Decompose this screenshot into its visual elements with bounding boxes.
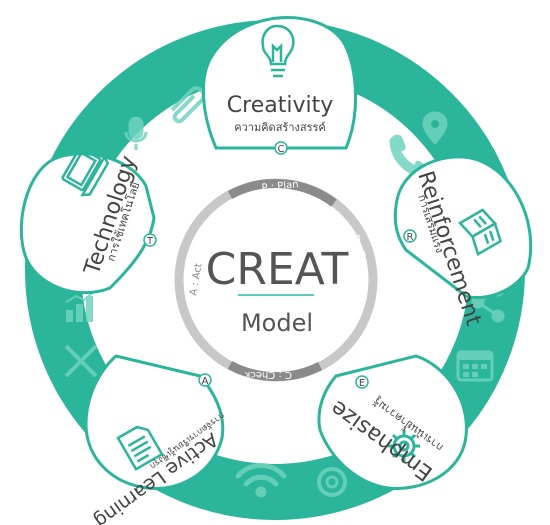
inner-ring-check-segment — [227, 360, 323, 382]
ring-label-act: A : Act — [188, 262, 205, 296]
leaf-creativity: Creativity ความคิดสร้างสรรค์ C — [202, 16, 357, 155]
document-icon — [116, 425, 164, 471]
book-icon — [458, 208, 503, 257]
tools-icon — [64, 344, 98, 378]
creativity-letter-badge — [274, 141, 288, 155]
calendar-icon — [456, 350, 494, 382]
bar-chart-icon — [65, 289, 97, 322]
emphasize-letter-badge — [355, 375, 369, 389]
active-learning-letter: A — [202, 376, 209, 387]
technology-letter: T — [146, 236, 154, 247]
ring-label-plan: P : Plan — [261, 179, 299, 194]
gear-icon — [388, 430, 420, 462]
wifi-icon — [235, 463, 287, 498]
emphasize-letter: E — [359, 378, 365, 389]
lightbulb-icon — [261, 24, 295, 78]
leaf-emphasize: Emphasize การเน้นย้ำความรู้ E — [317, 354, 468, 491]
reinforcement-letter: R — [407, 232, 414, 243]
creativity-letter: C — [278, 144, 285, 155]
paperclip-icon — [170, 86, 206, 124]
inner-ring-plan-segment — [227, 179, 337, 207]
technology-letter-badge — [143, 233, 157, 247]
center-title: CREAT — [206, 244, 349, 295]
map-pin-icon — [422, 111, 448, 145]
creativity-title: Creativity — [227, 93, 333, 118]
active-learning-letter-badge — [198, 373, 212, 387]
center-subtitle: Model — [241, 309, 313, 337]
microphone-icon — [124, 116, 148, 150]
creativity-subtitle: ความคิดสร้างสรรค์ — [234, 121, 326, 134]
ring-label-check: C : Check — [244, 369, 292, 380]
reinforcement-letter-badge — [403, 229, 417, 243]
at-sign-icon — [317, 467, 347, 497]
leaf-reinforcement: Reinforcement การเสริมแรง R — [393, 155, 533, 329]
leaf-technology: Technology การใช้เทคโนโลยี T — [19, 146, 157, 295]
laptop-icon — [61, 146, 110, 197]
